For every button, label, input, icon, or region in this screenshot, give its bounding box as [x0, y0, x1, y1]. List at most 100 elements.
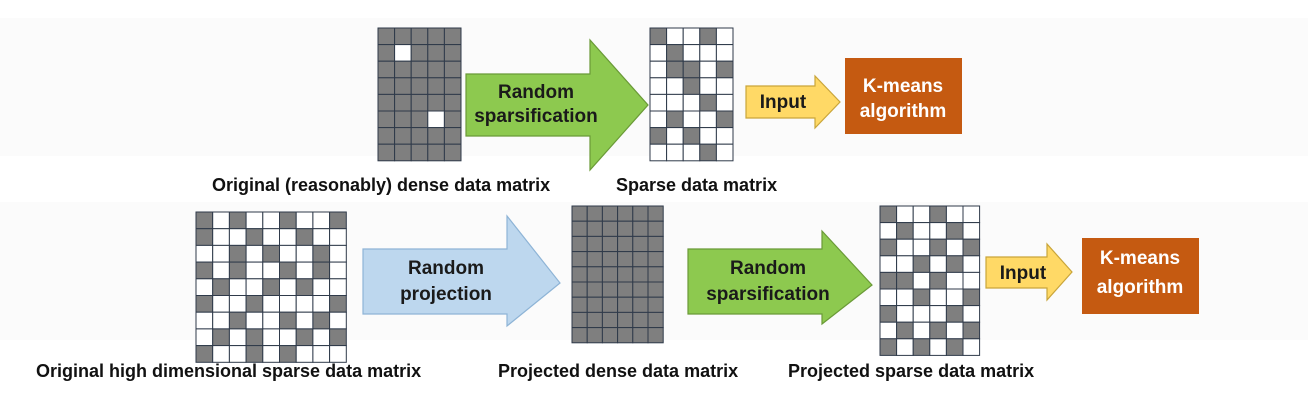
matrix-cell-empty: [329, 244, 347, 263]
matrix-cell-empty: [896, 205, 914, 224]
matrix-cell-empty: [228, 328, 247, 347]
matrix-cell-empty: [912, 205, 931, 224]
matrix-cell-empty: [912, 321, 931, 340]
matrix-cell-filled: [410, 77, 429, 95]
matrix-cell-empty: [262, 345, 280, 363]
matrix-cell-empty: [912, 271, 931, 290]
matrix-cell-filled: [586, 327, 603, 344]
matrix-cell-empty: [715, 127, 734, 145]
matrix-cell-filled: [571, 220, 588, 237]
row2-projected-sparse-matrix-caption: Projected sparse data matrix: [788, 361, 1034, 381]
row2-sparsify-label-line1: Random: [730, 258, 806, 279]
matrix-cell-empty: [312, 278, 331, 296]
matrix-cell-filled: [617, 235, 634, 253]
matrix-cell-filled: [896, 321, 914, 340]
matrix-cell-empty: [228, 278, 247, 296]
matrix-cell-empty: [279, 278, 297, 296]
matrix-cell-filled: [571, 296, 588, 313]
matrix-cell-empty: [228, 228, 247, 246]
matrix-cell-filled: [647, 327, 664, 344]
matrix-cell-empty: [929, 288, 947, 307]
matrix-cell-filled: [262, 278, 280, 296]
matrix-cell-filled: [410, 44, 429, 62]
matrix-cell-empty: [329, 311, 347, 330]
matrix-cell-filled: [571, 235, 588, 253]
matrix-cell-empty: [329, 261, 347, 280]
matrix-cell-empty: [879, 222, 898, 240]
matrix-cell-filled: [427, 77, 445, 95]
row1-dense-matrix: [377, 27, 462, 162]
matrix-cell-filled: [443, 44, 462, 62]
matrix-cell-empty: [649, 60, 668, 79]
row1-input-arrow: Input: [745, 74, 841, 130]
matrix-cell-filled: [245, 228, 264, 246]
matrix-cell-filled: [394, 143, 412, 162]
matrix-cell-empty: [715, 27, 734, 46]
matrix-cell-filled: [329, 295, 347, 313]
matrix-cell-filled: [617, 266, 634, 283]
matrix-cell-filled: [212, 278, 230, 296]
matrix-cell-empty: [195, 311, 214, 330]
matrix-cell-empty: [312, 211, 331, 230]
matrix-cell-empty: [245, 261, 264, 280]
matrix-cell-filled: [962, 238, 981, 257]
matrix-cell-empty: [929, 255, 947, 273]
row1-kmeans-line2: algorithm: [860, 101, 947, 122]
matrix-cell-empty: [262, 328, 280, 347]
matrix-cell-empty: [295, 345, 314, 363]
matrix-cell-empty: [945, 288, 964, 307]
matrix-cell-filled: [647, 266, 664, 283]
matrix-cell-filled: [617, 327, 634, 344]
matrix-cell-filled: [377, 143, 396, 162]
matrix-cell-empty: [245, 311, 264, 330]
matrix-cell-empty: [245, 278, 264, 296]
matrix-cell-empty: [666, 27, 684, 46]
matrix-cell-empty: [245, 211, 264, 230]
matrix-cell-filled: [601, 266, 619, 283]
matrix-cell-empty: [195, 278, 214, 296]
matrix-cell-filled: [312, 244, 331, 263]
matrix-cell-filled: [295, 278, 314, 296]
matrix-cell-filled: [377, 93, 396, 112]
matrix-cell-empty: [666, 93, 684, 112]
matrix-cell-empty: [312, 345, 331, 363]
matrix-cell-filled: [649, 127, 668, 145]
matrix-cell-empty: [896, 255, 914, 273]
matrix-cell-filled: [896, 222, 914, 240]
matrix-cell-empty: [912, 238, 931, 257]
matrix-cell-empty: [896, 288, 914, 307]
matrix-cell-filled: [601, 311, 619, 329]
matrix-cell-empty: [212, 311, 230, 330]
matrix-cell-filled: [195, 345, 214, 363]
matrix-cell-filled: [279, 211, 297, 230]
matrix-cell-empty: [929, 222, 947, 240]
matrix-cell-filled: [329, 211, 347, 230]
matrix-cell-empty: [912, 305, 931, 323]
matrix-cell-empty: [912, 222, 931, 240]
matrix-cell-empty: [962, 255, 981, 273]
row2-input-label: Input: [1000, 263, 1047, 284]
matrix-cell-filled: [896, 271, 914, 290]
matrix-cell-filled: [617, 311, 634, 329]
matrix-cell-empty: [666, 143, 684, 162]
matrix-cell-filled: [394, 60, 412, 79]
matrix-cell-filled: [295, 228, 314, 246]
matrix-cell-filled: [443, 77, 462, 95]
row1-dense-matrix-caption: Original (reasonably) dense data matrix: [212, 175, 550, 195]
matrix-cell-filled: [715, 60, 734, 79]
matrix-cell-empty: [896, 238, 914, 257]
matrix-cell-filled: [377, 127, 396, 145]
matrix-cell-filled: [586, 266, 603, 283]
matrix-cell-filled: [632, 296, 649, 313]
matrix-cell-filled: [312, 311, 331, 330]
matrix-cell-empty: [682, 93, 701, 112]
matrix-cell-empty: [879, 255, 898, 273]
matrix-cell-filled: [601, 281, 619, 298]
matrix-cell-filled: [929, 271, 947, 290]
matrix-cell-filled: [647, 220, 664, 237]
matrix-cell-filled: [601, 251, 619, 268]
matrix-cell-empty: [879, 321, 898, 340]
row2-sparsify-arrow: Random sparsification: [687, 229, 873, 326]
matrix-cell-filled: [586, 220, 603, 237]
matrix-cell-empty: [666, 77, 684, 95]
